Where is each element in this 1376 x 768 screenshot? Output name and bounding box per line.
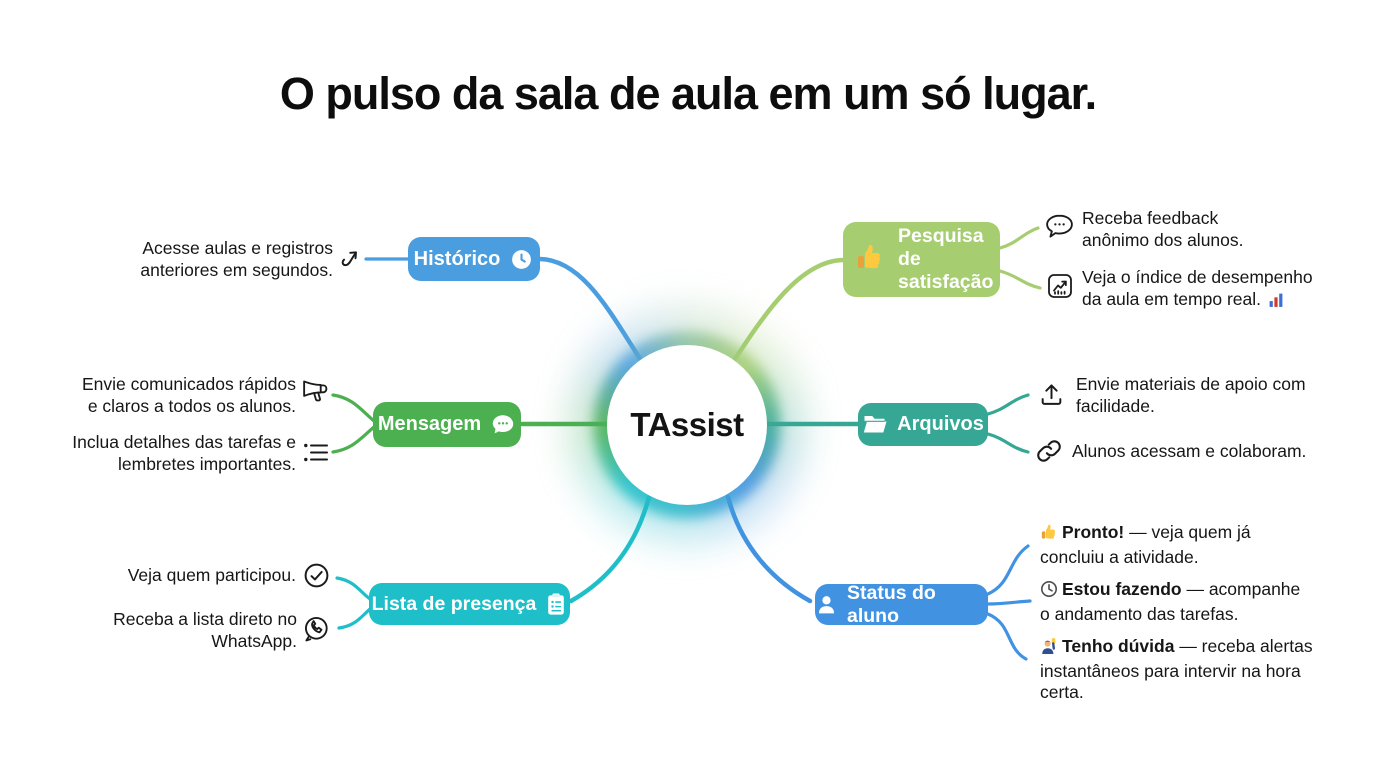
raising-hand-emoji	[1040, 637, 1058, 661]
node-mensagem-label: Mensagem	[377, 413, 482, 435]
note-lista-2: Receba a lista direto no WhatsApp.	[113, 609, 297, 651]
check-circle-icon	[303, 562, 330, 589]
open-folder-icon	[862, 414, 888, 435]
note-lista-1: Veja quem participou.	[127, 565, 296, 585]
node-historico[interactable]: Histórico	[408, 237, 540, 281]
note-mensagem-2: Inclua detalhes das tarefas e lembretes …	[72, 432, 296, 474]
center-label: TAssist	[630, 406, 744, 443]
note-pesquisa-1: Receba feedback anônimo dos alunos.	[1082, 208, 1244, 250]
node-lista-label: Lista de presença	[371, 592, 537, 615]
node-arquivos-label: Arquivos	[897, 413, 984, 435]
note-pesquisa-2-text: Veja o índice de desempenho da aula em t…	[1082, 267, 1313, 309]
clock-icon	[509, 247, 534, 272]
note-status-2: Estou fazendo — acompanhe o andamento da…	[1040, 579, 1310, 625]
link-mensagem-note1	[331, 393, 376, 423]
spoke-status	[725, 494, 813, 604]
node-status-label: Status do aluno	[847, 581, 936, 627]
note-mensagem-1: Envie comunicados rápidos e claros a tod…	[81, 374, 296, 416]
trend-arrow-icon	[337, 245, 363, 271]
node-arquivos[interactable]: Arquivos	[858, 403, 988, 446]
link-status-note3	[986, 612, 1028, 661]
link-arquivos-note1	[986, 393, 1030, 416]
node-lista-de-presenca[interactable]: Lista de presença	[369, 583, 570, 625]
thumbs-up-emoji	[1040, 523, 1058, 547]
link-lista-note1	[335, 576, 372, 601]
note-status-2-text: — acompanhe o andamento das tarefas.	[1040, 579, 1301, 624]
whatsapp-icon	[302, 615, 330, 643]
link-status-note1	[986, 544, 1030, 596]
node-mensagem[interactable]: Mensagem	[373, 402, 521, 447]
page-title: O pulso da sala de aula em um só lugar.	[279, 68, 1097, 119]
clipboard-icon	[545, 592, 567, 617]
note-status-1: Pronto! — veja quem já concluiu a ativid…	[1040, 522, 1258, 568]
note-status-3-text: — receba alertas instantâneos para inter…	[1040, 636, 1313, 702]
bar-chart-emoji	[1268, 292, 1284, 314]
note-historico-1: Acesse aulas e registros anteriores em s…	[140, 238, 333, 280]
note-status-3: Tenho dúvida — receba alertas instantâne…	[1040, 636, 1314, 704]
link-arquivos-note2	[986, 432, 1030, 454]
upload-icon	[1038, 381, 1065, 408]
note-status-1-text: — veja quem já concluiu a atividade.	[1040, 522, 1251, 567]
link-icon	[1036, 438, 1062, 464]
chart-box-icon	[1046, 272, 1074, 300]
node-pesquisa-de-satisfacao[interactable]: Pesquisa de satisfação	[843, 222, 1000, 297]
note-pesquisa-2: Veja o índice de desempenho da aula em t…	[1082, 267, 1320, 313]
node-historico-label: Histórico	[413, 247, 501, 270]
link-mensagem-note2	[331, 425, 376, 454]
thumbs-up-emoji	[855, 242, 885, 278]
link-pesquisa-note1	[998, 226, 1040, 250]
speech-dots-icon	[1044, 213, 1075, 241]
link-pesquisa-note2	[998, 269, 1042, 290]
center-node[interactable]: TAssist	[607, 345, 767, 505]
note-status-2-lead: Estou fazendo	[1062, 579, 1182, 599]
note-arquivos-2: Alunos acessam e colaboram.	[1072, 441, 1307, 461]
megaphone-icon	[300, 379, 329, 405]
note-status-3-lead: Tenho dúvida	[1062, 636, 1175, 656]
note-arquivos-1: Envie materiais de apoio com facilidade.	[1076, 374, 1306, 416]
note-status-1-lead: Pronto!	[1062, 522, 1125, 542]
person-icon	[815, 593, 838, 616]
node-status-do-aluno[interactable]: Status do aluno	[815, 581, 988, 627]
clock-emoji	[1040, 580, 1058, 604]
spoke-lista	[568, 494, 652, 604]
link-status-note2	[986, 599, 1032, 606]
node-pesquisa-label: Pesquisa de satisfação	[898, 225, 994, 293]
task-list-icon	[302, 441, 329, 464]
link-lista-note2	[337, 607, 372, 630]
chat-bubble-icon	[490, 413, 516, 437]
